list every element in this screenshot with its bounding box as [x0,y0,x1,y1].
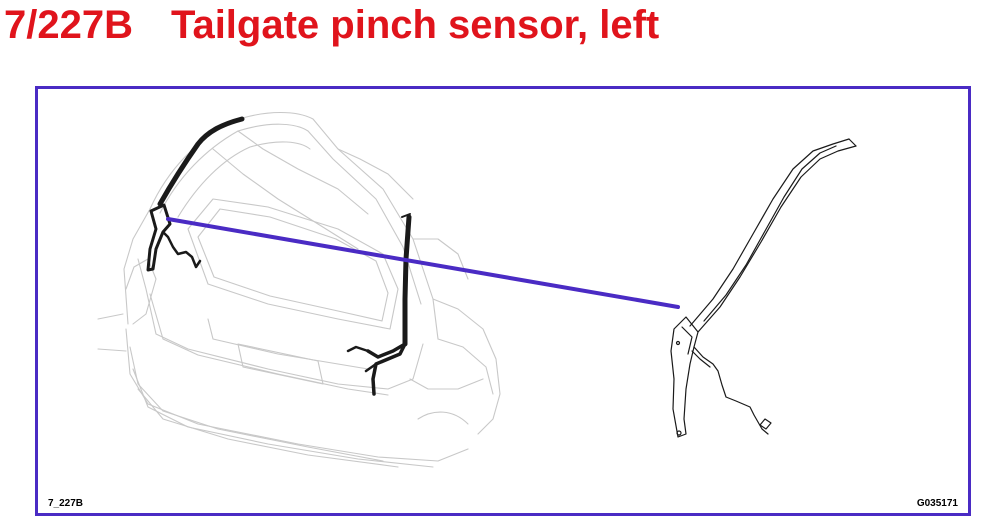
pinch-sensor-detail [670,138,857,438]
sensor-bracket-left [146,203,172,272]
diagram-frame: 7_227B G035171 [35,86,971,516]
figure-ref-right: G035171 [916,498,958,509]
sensor-cable-right [346,345,378,373]
component-code: 7/227B [4,3,133,47]
pinch-sensor-on-vehicle [146,116,412,396]
figure-ref-left: 7_227B [48,498,84,509]
sensor-strip-roof-left [157,116,245,207]
vehicle-rear-outline [97,111,501,468]
sensor-strip-right [402,214,412,347]
page-title: 7/227B Tailgate pinch sensor, left [4,0,659,50]
component-name: Tailgate pinch sensor, left [170,3,660,47]
sensor-strip-right-top [401,213,411,218]
sensor-cable-left [161,230,202,269]
sensor-bracket-right [366,342,407,396]
diagram-canvas [97,111,857,468]
leader-line [166,217,680,309]
